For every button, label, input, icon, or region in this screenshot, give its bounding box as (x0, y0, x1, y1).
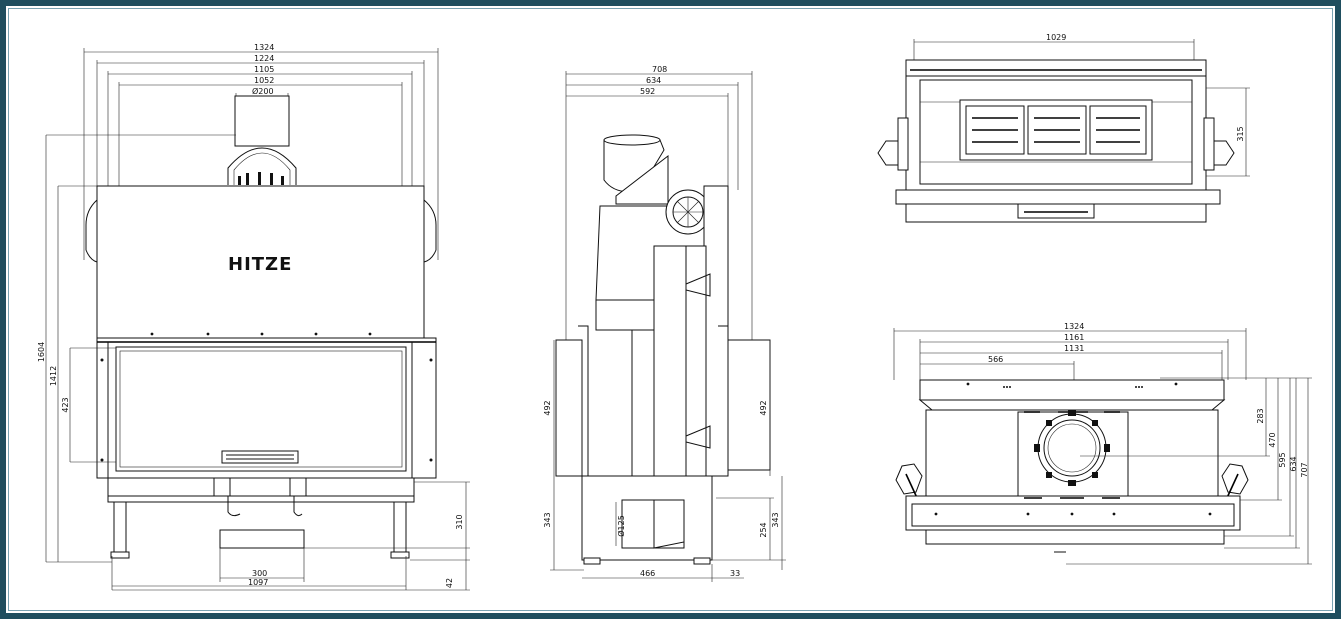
front-height-1412: 1412 (49, 366, 58, 386)
bottom-depth-470: 470 (1268, 432, 1277, 447)
side-right-height-492: 492 (759, 400, 768, 415)
bottom-width-1161: 1161 (1064, 333, 1084, 342)
bottom-width-1324: 1324 (1064, 322, 1084, 331)
front-height-42: 42 (445, 578, 454, 588)
front-height-423: 423 (61, 397, 70, 412)
bottom-width-1131: 1131 (1064, 344, 1084, 353)
front-width-1224: 1224 (254, 54, 274, 63)
front-bottom-300: 300 (252, 569, 267, 578)
bottom-depth-283: 283 (1256, 408, 1265, 423)
side-depth-634: 634 (646, 76, 661, 85)
hitze-logo: HITZE (228, 254, 292, 275)
bottom-width-566: 566 (988, 355, 1003, 364)
front-width-1324: 1324 (254, 43, 274, 52)
side-depth-708: 708 (652, 65, 667, 74)
side-bottom-466: 466 (640, 569, 655, 578)
front-width-1052: 1052 (254, 76, 274, 85)
top-depth-315: 315 (1236, 126, 1245, 141)
bottom-depth-595: 595 (1278, 452, 1287, 467)
bottom-depth-707: 707 (1300, 462, 1309, 477)
side-left-height-343: 343 (543, 512, 552, 527)
top-view: 1029 (877, 33, 1250, 223)
bottom-depth-634: 634 (1289, 456, 1298, 471)
front-bottom-1097: 1097 (248, 578, 268, 587)
side-depth-592: 592 (640, 87, 655, 96)
side-inlet-diameter: Ø125 (616, 515, 626, 537)
side-bottom-33: 33 (730, 569, 740, 578)
front-view: 1324 1224 1105 1052 Ø200 HITZE (37, 43, 470, 591)
front-width-1105: 1105 (254, 65, 274, 74)
side-view: 708 634 592 (543, 65, 786, 582)
side-left-height-492: 492 (543, 400, 552, 415)
front-height-1604: 1604 (37, 342, 46, 362)
top-width-1029: 1029 (1046, 33, 1066, 42)
front-height-310: 310 (455, 514, 464, 529)
side-right-height-254: 254 (759, 522, 768, 537)
side-right-height-343: 343 (771, 512, 780, 527)
flue-diameter-label: Ø200 (252, 86, 274, 96)
bottom-view: 1324 1161 1131 566 (893, 322, 1312, 565)
